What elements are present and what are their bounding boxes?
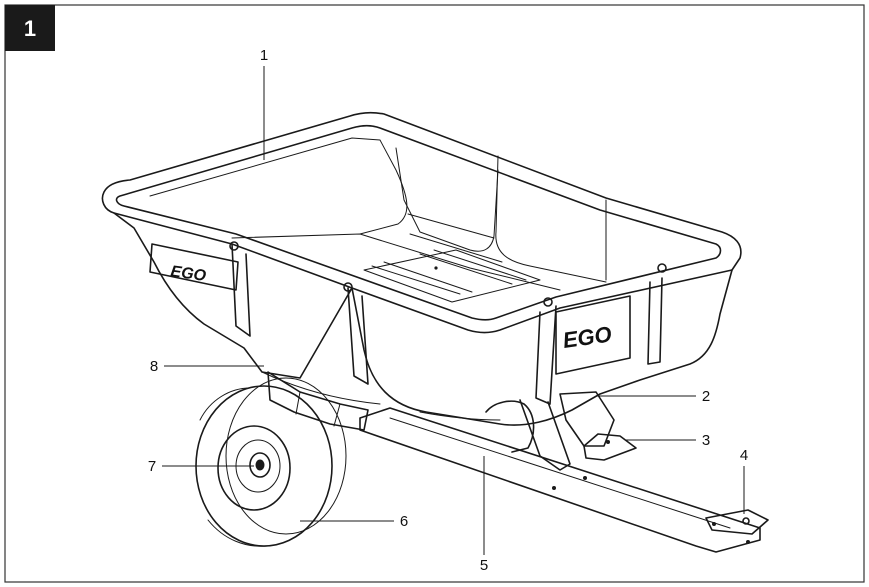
svg-text:2: 2 (702, 388, 710, 405)
left-logo: EGO (169, 263, 207, 285)
rib-3 (536, 306, 556, 404)
svg-text:6: 6 (400, 513, 408, 530)
callout-4: 4 (740, 447, 748, 514)
strut (520, 400, 570, 470)
tub-front-wall (352, 270, 732, 425)
figure-number-badge: 1 (5, 5, 55, 51)
callout-6: 6 (300, 513, 408, 530)
callout-8: 8 (150, 358, 264, 375)
rib-2 (348, 288, 368, 384)
dump-bracket (560, 392, 614, 446)
svg-text:8: 8 (150, 358, 158, 375)
svg-text:5: 5 (480, 557, 488, 574)
callout-7: 7 (148, 458, 254, 475)
figure-frame (5, 5, 864, 582)
callout-3: 3 (626, 432, 710, 449)
callout-2: 2 (596, 388, 710, 405)
svg-text:4: 4 (740, 447, 748, 464)
svg-text:1: 1 (260, 47, 268, 64)
rear-wheel (486, 401, 534, 452)
axle-bracket (268, 372, 368, 430)
callout-1: 1 (260, 47, 268, 160)
figure-number: 1 (24, 16, 36, 41)
hitch-bracket (584, 434, 636, 460)
svg-text:3: 3 (702, 432, 710, 449)
tongue (360, 408, 760, 552)
tub-rim-inner (117, 126, 721, 320)
svg-text:7: 7 (148, 458, 156, 475)
cart-illustration: EGO EGO (102, 113, 768, 552)
rib-4 (648, 278, 662, 364)
front-logo: EGO (561, 321, 613, 353)
